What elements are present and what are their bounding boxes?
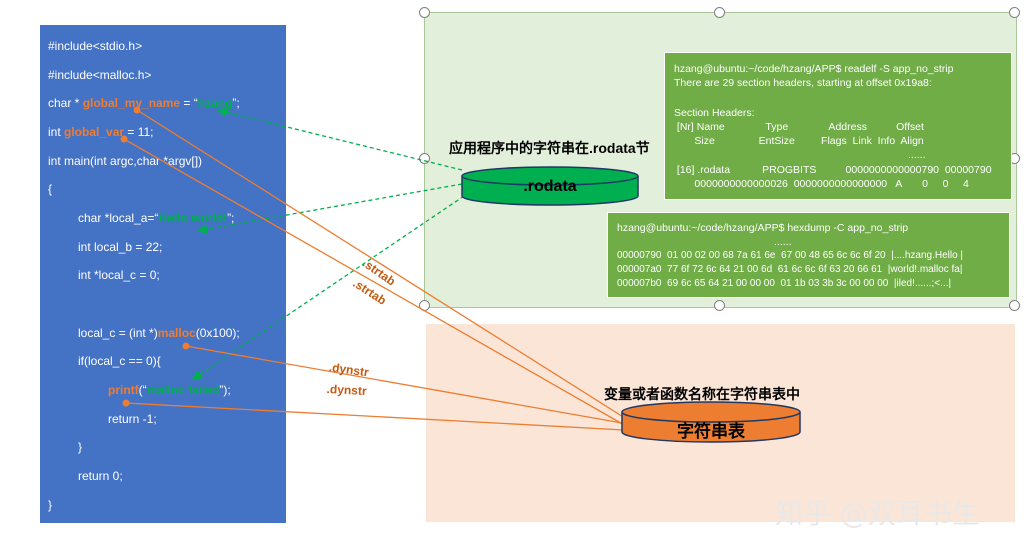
printf-identifier: printf — [108, 383, 139, 397]
terminal-line: [Nr] Name Type Address Offset — [674, 121, 924, 133]
readelf-terminal: hzang@ubuntu:~/code/hzang/APP$ readelf -… — [664, 52, 1012, 200]
arrow-hzang-to-rodata — [216, 107, 463, 171]
rodata-cylinder-label: .rodata — [523, 178, 577, 195]
global-my-name-identifier: global_my_name — [82, 96, 181, 110]
code-line: #include<stdio.h> — [48, 39, 143, 53]
selection-handle[interactable] — [714, 7, 725, 18]
strtab-cylinder — [621, 401, 801, 443]
rodata-caption: 应用程序中的字符串在.rodata节 — [449, 140, 650, 156]
code-line: } — [48, 498, 53, 512]
terminal-line: ...... — [774, 236, 792, 248]
terminal-line: hzang@ubuntu:~/code/hzang/APP$ readelf -… — [674, 63, 954, 75]
selection-handle[interactable] — [1009, 300, 1020, 311]
terminal-line: ...... — [908, 149, 926, 161]
terminal-line: hzang@ubuntu:~/code/hzang/APP$ hexdump -… — [617, 222, 909, 234]
dynstr-edge-label: .dynstr — [326, 382, 367, 399]
connector-dot — [182, 342, 190, 350]
strtab-caption: 变量或者函数名称在字符串表中 — [604, 386, 800, 402]
malloc-identifier: malloc — [157, 326, 196, 340]
watermark: 知乎 @双耳书生 — [775, 497, 980, 530]
selection-handle[interactable] — [419, 153, 430, 164]
code-line: char *local_a=“Hello world!”; — [78, 211, 235, 225]
connector-dot — [122, 399, 130, 407]
strtab-cylinder-label: 字符串表 — [677, 422, 745, 442]
connector-dot — [133, 106, 141, 114]
code-line: int main(int argc,char *argv[]) — [48, 154, 203, 168]
malloc-failed-string-literal: malloc failed — [146, 383, 220, 397]
terminal-line: 0000000000000026 0000000000000000 A 0 0 … — [674, 178, 969, 190]
terminal-line: Section Headers: — [674, 107, 755, 119]
terminal-line: [16] .rodata PROGBITS 0000000000000790 0… — [674, 164, 992, 176]
rodata-cylinder — [461, 166, 639, 206]
code-line: int *local_c = 0; — [78, 268, 160, 282]
terminal-line: There are 29 section headers, starting a… — [674, 77, 932, 89]
global-var-identifier: global_var — [64, 125, 125, 139]
code-line: return 0; — [78, 469, 123, 483]
terminal-line: 000007b0 69 6c 65 64 21 00 00 00 01 1b 0… — [617, 278, 952, 289]
code-line: #include<malloc.h> — [48, 68, 152, 82]
connector-dot — [120, 135, 128, 143]
terminal-line: 00000790 01 00 02 00 68 7a 61 6e 67 00 4… — [617, 250, 964, 261]
code-line: local_c = (int *)malloc(0x100); — [78, 326, 240, 340]
hexdump-terminal: hzang@ubuntu:~/code/hzang/APP$ hexdump -… — [607, 212, 1010, 298]
code-line: char * global_my_name = “hzang”; — [48, 96, 240, 110]
arrow-malloc-failed-to-rodata — [191, 195, 465, 380]
line-printf-to-strtab — [125, 402, 625, 431]
line-global-var-to-strtab — [123, 138, 627, 427]
terminal-line: 000007a0 77 6f 72 6c 64 21 00 6d 61 6c 6… — [617, 264, 963, 275]
line-global-my-name-to-strtab — [136, 109, 629, 421]
code-line: { — [48, 182, 53, 196]
code-line: } — [78, 440, 83, 454]
code-line: if(local_c == 0){ — [78, 354, 161, 368]
selection-handle[interactable] — [419, 7, 430, 18]
hello-world-string-literal: Hello world! — [158, 211, 228, 225]
code-line: printf(“malloc failed”); — [108, 383, 231, 397]
selection-handle[interactable] — [714, 300, 725, 311]
source-code-panel: #include<stdio.h> #include<malloc.h> cha… — [40, 25, 286, 523]
code-line: return -1; — [108, 412, 157, 426]
hzang-string-literal: hzang — [197, 96, 233, 110]
selection-handle[interactable] — [1009, 7, 1020, 18]
arrow-hello-to-rodata — [196, 183, 463, 235]
line-malloc-to-strtab — [185, 345, 623, 424]
terminal-line: Size EntSize Flags Link Info Align — [674, 135, 924, 147]
code-line: int global_var = 11; — [48, 125, 154, 139]
code-line: int local_b = 22; — [78, 240, 163, 254]
